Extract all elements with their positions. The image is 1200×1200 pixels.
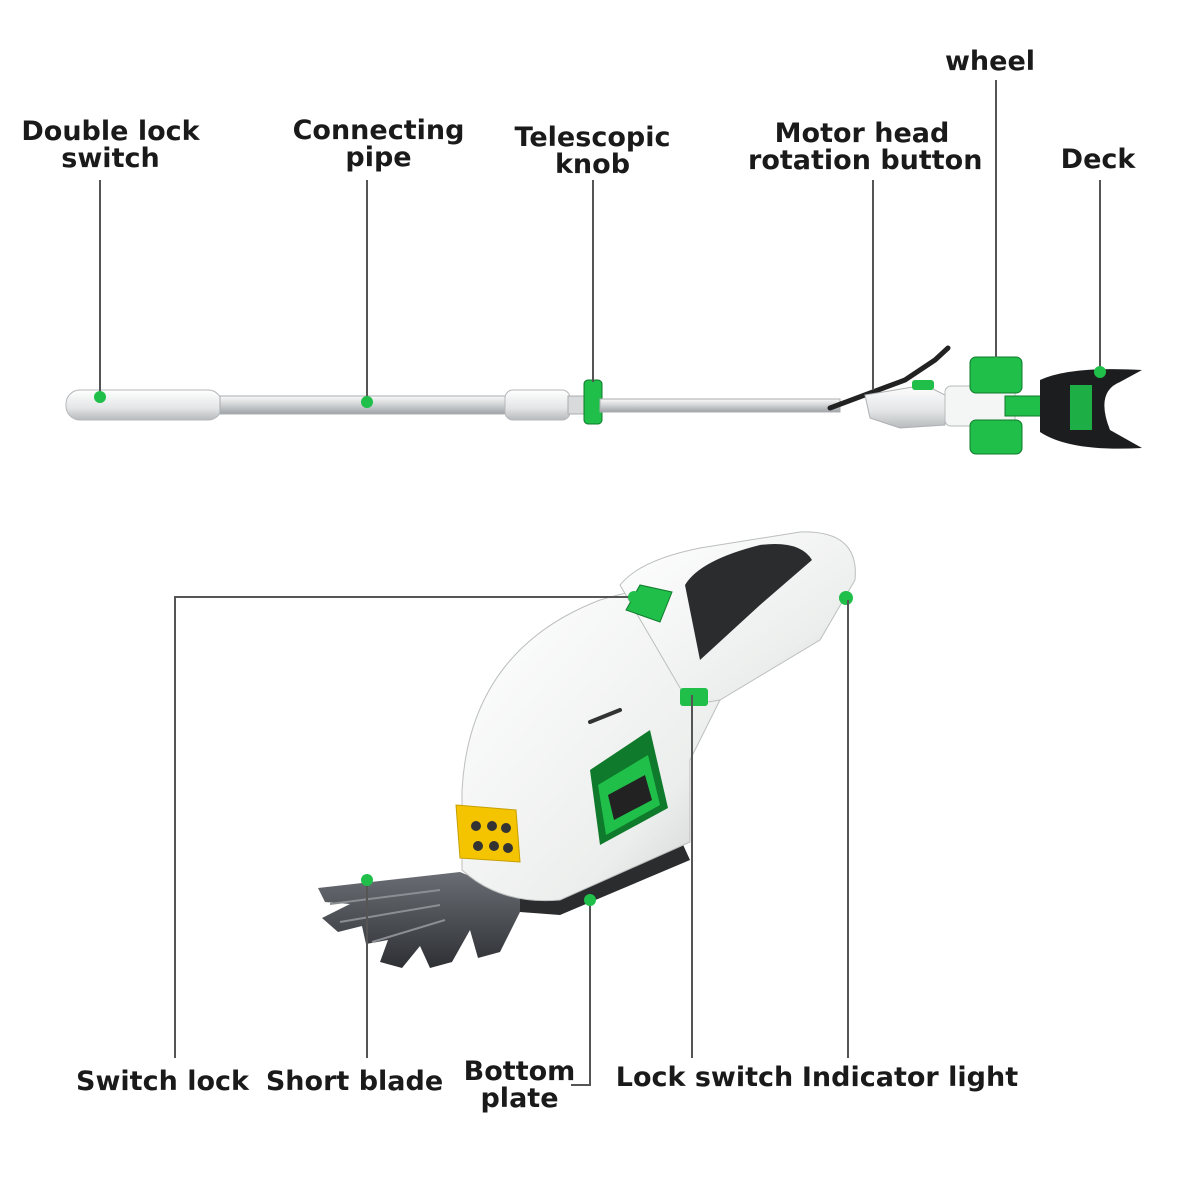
callout-dot-pipe (361, 396, 373, 408)
indicator-light-shape (839, 591, 853, 605)
label-connecting-pipe-line2: pipe (286, 144, 471, 171)
warning-sticker (456, 805, 520, 862)
label-connecting-pipe: Connecting pipe (286, 117, 471, 171)
telescopic-pole (66, 348, 1142, 454)
label-motor-head-line1: Motor head (748, 120, 976, 147)
label-wheel: wheel (930, 48, 1050, 75)
callout-dot-switch-lock (628, 591, 640, 603)
label-bottom-plate: Bottom plate (462, 1058, 577, 1112)
label-double-lock-switch-line2: switch (18, 145, 203, 172)
label-deck: Deck (1048, 146, 1148, 173)
label-bottom-plate-line1: Bottom (462, 1058, 577, 1085)
label-short-blade: Short blade (262, 1068, 447, 1095)
label-double-lock-switch: Double lock switch (18, 118, 203, 172)
rear-grip (66, 390, 222, 420)
callout-dot-deck (1094, 366, 1106, 378)
callout-dot-wheel (991, 357, 1001, 367)
inner-pipe (600, 399, 840, 412)
label-lock-switch: Lock switch (612, 1064, 797, 1091)
callout-dot-double-lock (94, 391, 106, 403)
label-indicator-light: Indicator light (800, 1064, 1020, 1091)
label-double-lock-switch-line1: Double lock (18, 118, 203, 145)
label-telescopic-knob: Telescopic knob (505, 124, 680, 178)
callout-dot-short-blade (361, 874, 373, 886)
label-motor-head-rotation-button: Motor head rotation button (748, 120, 976, 174)
callout-dot-knob (588, 383, 598, 393)
label-switch-lock: Switch lock (70, 1068, 255, 1095)
label-telescopic-knob-line2: knob (505, 151, 680, 178)
label-bottom-plate-line2: plate (462, 1085, 577, 1112)
label-motor-head-line2: rotation button (748, 147, 976, 174)
joint-sleeve (505, 390, 570, 420)
label-telescopic-knob-line1: Telescopic (505, 124, 680, 151)
callout-dot-bottom-plate (584, 894, 596, 906)
lock-switch-shape (680, 688, 708, 706)
label-connecting-pipe-line1: Connecting (286, 117, 471, 144)
